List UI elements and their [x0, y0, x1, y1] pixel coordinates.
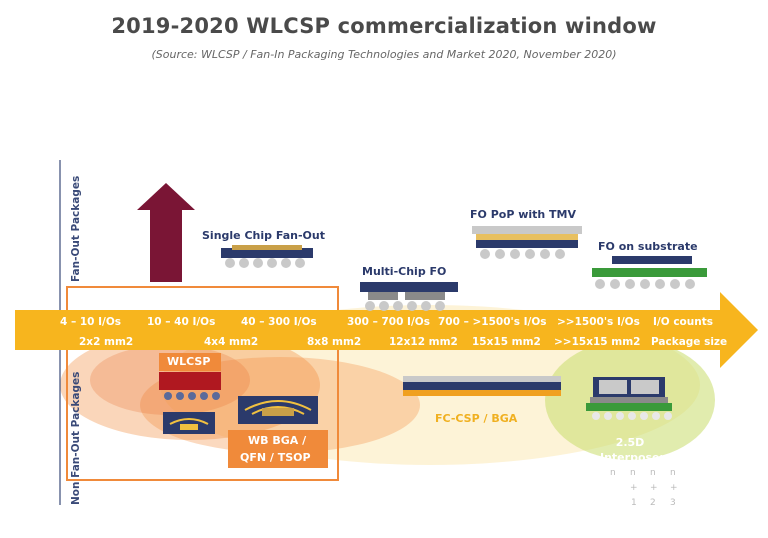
non-fan-out-axis-label: Non Fan-Out Packages — [70, 371, 82, 505]
diagram-subtitle: (Source: WLCSP / Fan-In Packaging Techno… — [151, 48, 617, 61]
size-label-5: 15x15 mm2 — [472, 336, 541, 348]
ghost-label-9: 2 — [650, 498, 656, 508]
size-label-3: 8x8 mm2 — [307, 336, 362, 348]
roadmap-arrow — [15, 292, 758, 368]
io-label-6: >>1500's I/Os — [557, 316, 640, 328]
interposer-label-line2: Interposers — [600, 451, 672, 464]
ghost-label-10: 3 — [670, 498, 676, 508]
fc-csp-label: FC-CSP / BGA — [435, 412, 518, 425]
ghost-label-8: 1 — [631, 498, 637, 508]
wlcsp-label-box — [159, 353, 221, 371]
size-label-1: 2x2 mm2 — [79, 336, 134, 348]
wlcsp-drawing — [159, 372, 221, 400]
fo-pop-drawing — [472, 226, 582, 259]
wb-bga-label: WB BGA / — [248, 434, 307, 447]
size-label-6: >>15x15 mm2 — [554, 336, 641, 348]
fc-csp-drawing — [403, 376, 561, 396]
multi-chip-fo-label: Multi-Chip FO — [362, 265, 447, 278]
qfn-drawing — [163, 412, 215, 434]
io-label-1: 4 – 10 I/Os — [60, 316, 122, 328]
ghost-label-6: + — [650, 483, 658, 493]
io-label-3: 40 – 300 I/Os — [241, 316, 317, 328]
interposer-label-line1: 2.5D — [615, 436, 645, 449]
ghost-label-5: + — [630, 483, 638, 493]
wb-bga-drawing — [238, 396, 318, 424]
ghost-label-1: n — [610, 468, 616, 478]
diagram-title: 2019-2020 WLCSP commercialization window — [111, 14, 657, 38]
up-arrow — [137, 183, 195, 282]
wlcsp-label: WLCSP — [167, 355, 211, 368]
ghost-label-7: + — [670, 483, 678, 493]
fo-pop-label: FO PoP with TMV — [470, 208, 577, 221]
ghost-label-2: n — [630, 468, 636, 478]
ghost-label-4: n — [670, 468, 676, 478]
io-label-2: 10 – 40 I/Os — [147, 316, 216, 328]
wb-label-box — [228, 430, 328, 468]
qfn-tsop-label: QFN / TSOP — [240, 451, 311, 464]
size-label-2: 4x4 mm2 — [204, 336, 259, 348]
commercialization-window — [66, 286, 339, 481]
interposer-drawing — [586, 377, 672, 420]
ghost-label-3: n — [650, 468, 656, 478]
size-label-4: 12x12 mm2 — [389, 336, 458, 348]
size-label-7: Package size — [651, 336, 728, 348]
fan-out-axis-label: Fan-Out Packages — [70, 175, 82, 282]
multi-chip-fo-drawing — [360, 282, 458, 311]
fo-substrate-drawing — [592, 256, 707, 289]
single-chip-fo-drawing — [221, 245, 313, 268]
single-chip-fo-label: Single Chip Fan-Out — [202, 229, 325, 242]
io-label-7: I/O counts — [653, 316, 713, 328]
io-label-5: 700 – >1500's I/Os — [438, 316, 547, 328]
fo-substrate-label: FO on substrate — [598, 240, 698, 253]
io-label-4: 300 – 700 I/Os — [347, 316, 430, 328]
